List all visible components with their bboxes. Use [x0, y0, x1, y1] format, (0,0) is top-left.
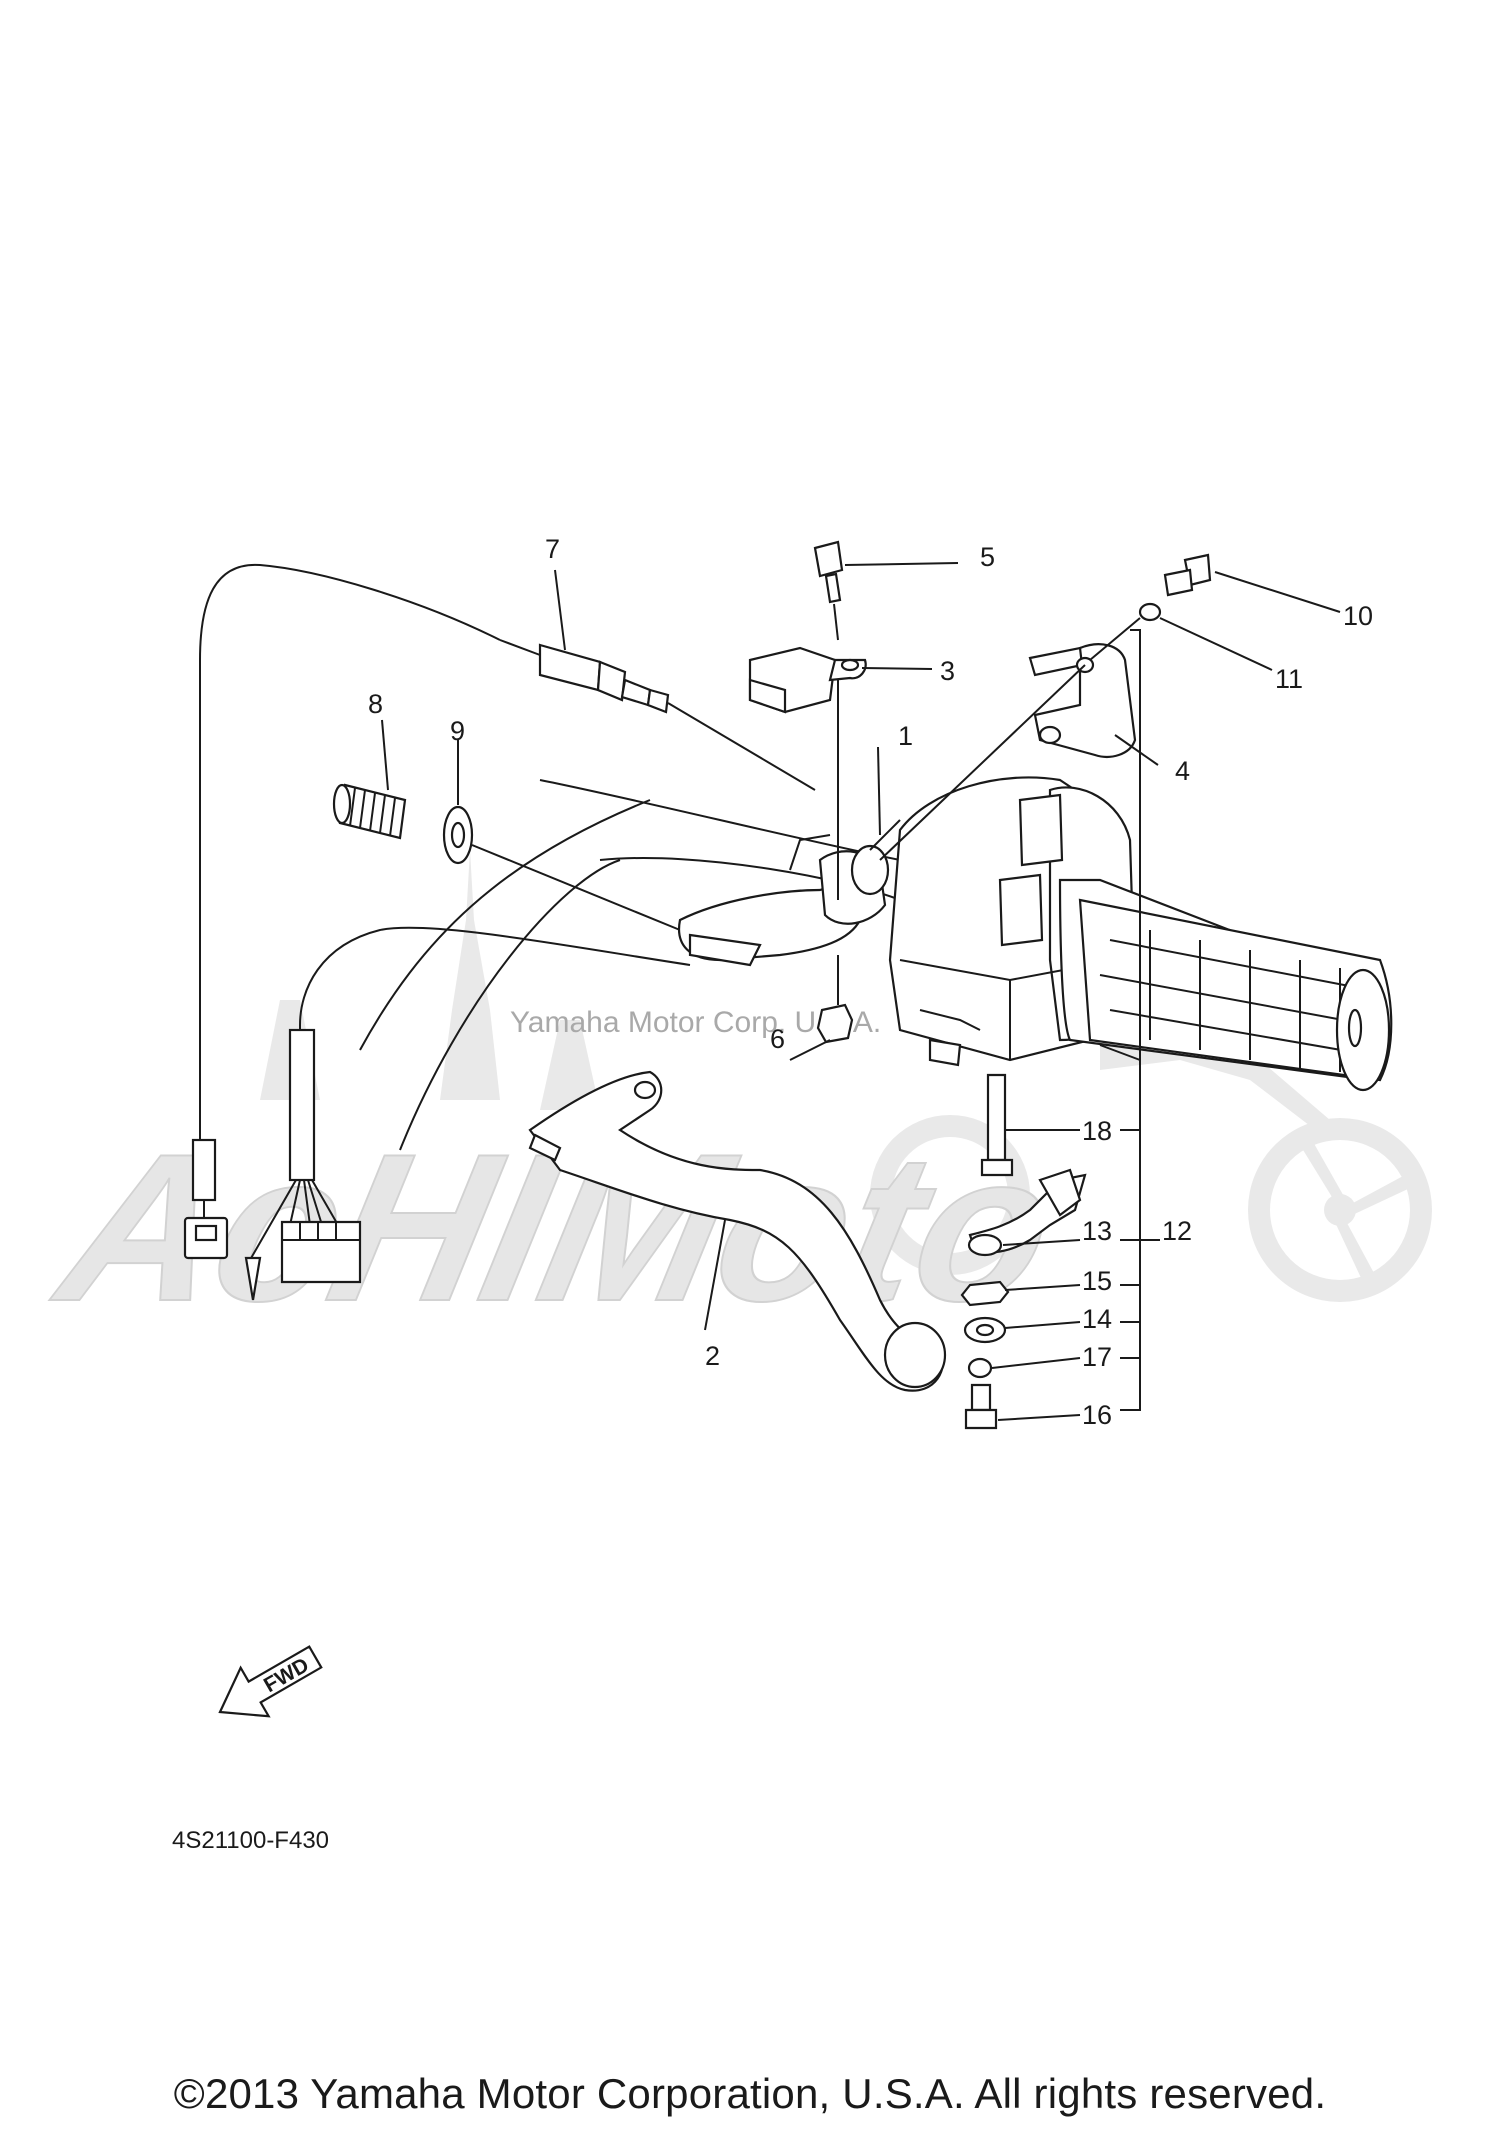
callout-14: 14	[1082, 1304, 1112, 1334]
callout-15: 15	[1082, 1266, 1112, 1296]
part-5-screw	[813, 540, 844, 641]
callout-2: 2	[705, 1341, 720, 1371]
ground-terminal	[244, 1256, 262, 1301]
callout-9: 9	[450, 716, 465, 746]
callout-8: 8	[368, 689, 383, 719]
callout-18: 18	[1082, 1116, 1112, 1146]
part-17-washer	[967, 1357, 1081, 1379]
handlebar-grip	[1058, 878, 1393, 1092]
harness-sleeve	[288, 1028, 316, 1182]
part-10-screw	[1163, 553, 1341, 613]
part-8-adjuster	[332, 783, 407, 840]
callout-10: 10	[1343, 601, 1373, 631]
callout-1: 1	[898, 721, 913, 751]
part-11-washer	[1089, 602, 1273, 671]
callout-6: 6	[770, 1024, 785, 1054]
callout-12: 12	[1162, 1216, 1192, 1246]
callout-5: 5	[980, 542, 995, 572]
wire-sleeve	[191, 1138, 217, 1202]
watermark-cathedral-icon	[440, 850, 500, 1100]
part-14-washer	[963, 1316, 1081, 1344]
part-13-hot-start-lever	[967, 1168, 1087, 1257]
part-12-bracket-line	[1099, 629, 1160, 1411]
diagram-code: 4S21100-F430	[172, 1827, 330, 1854]
callout-13: 13	[1082, 1216, 1112, 1246]
part-18-bolt	[980, 1073, 1080, 1177]
callout-16: 16	[1082, 1400, 1112, 1430]
connector-multipin	[280, 1220, 362, 1284]
callout-3: 3	[940, 656, 955, 686]
part-15-nut	[960, 1280, 1081, 1307]
fwd-arrow-icon: FWD	[218, 1645, 323, 1718]
part-1-lever-holder	[677, 819, 901, 967]
copyright-notice: ©2013 Yamaha Motor Corporation, U.S.A. A…	[173, 2070, 1327, 2117]
part-3-clamp	[748, 646, 867, 900]
part-4-bracket	[879, 643, 1137, 861]
callout-leaders	[381, 562, 1159, 836]
callout-labels: 1 2 3 4 5 6 7 8 9 10 11 12 13 14 15 16 1…	[368, 534, 1373, 1430]
part-9-locknut	[442, 805, 681, 931]
wire-harness	[183, 563, 901, 1301]
part-16-screw	[964, 1383, 1081, 1430]
part-7-clutch-switch	[499, 639, 816, 791]
callout-7: 7	[545, 534, 560, 564]
part-6-nut	[789, 955, 854, 1061]
callout-11: 11	[1275, 664, 1303, 694]
part-2-clutch-lever	[528, 1070, 947, 1392]
callout-17: 17	[1082, 1342, 1112, 1372]
callout-4: 4	[1175, 756, 1190, 786]
grip-end-cap	[1335, 968, 1391, 1092]
